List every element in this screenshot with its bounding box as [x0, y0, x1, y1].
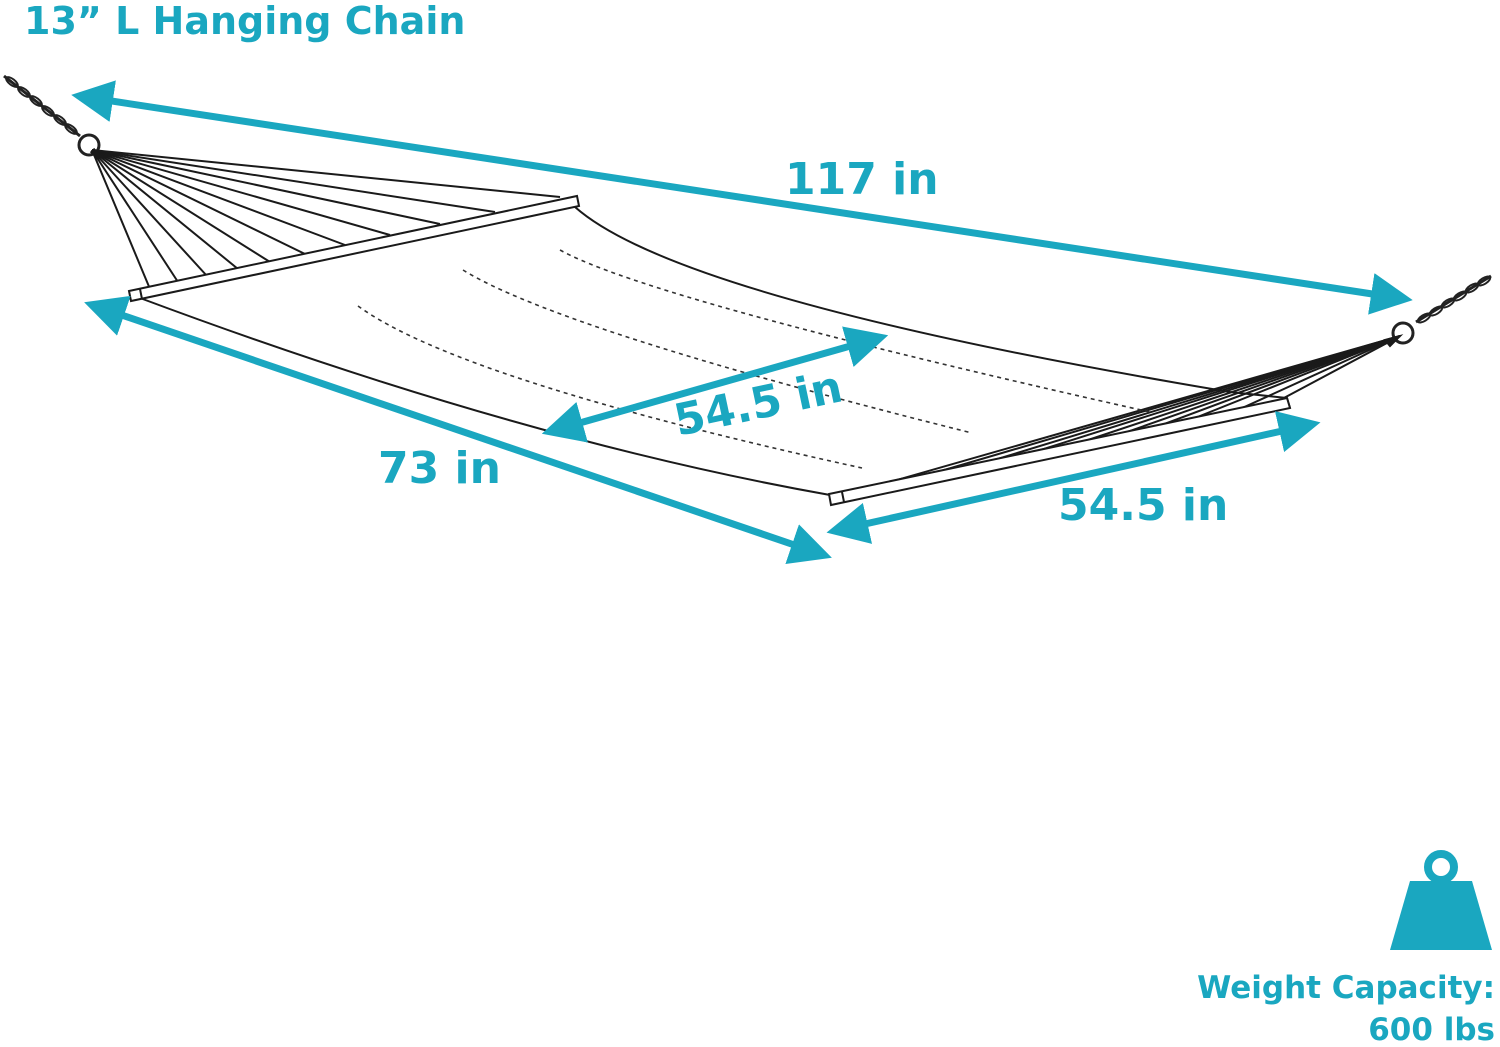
dimension-arrows	[71, 80, 1413, 565]
weight-capacity-title: Weight Capacity:	[1197, 970, 1495, 1006]
weight-icon	[1390, 850, 1492, 950]
left-spreader-bar	[127, 194, 581, 303]
right-chain-icon	[1391, 274, 1492, 345]
spreader-width-arrow	[826, 411, 1321, 544]
bed-length-label: 73 in	[378, 443, 501, 494]
left-chain-icon	[3, 74, 101, 157]
weight-capacity-value: 600 lbs	[1368, 1012, 1495, 1047]
total-length-arrow	[71, 80, 1413, 315]
bed-length-arrow	[84, 295, 832, 565]
hammock-bed	[139, 206, 1291, 496]
spreader-width-label: 54.5 in	[1058, 480, 1228, 531]
bed-width-arrow	[541, 326, 889, 443]
total-length-label: 117 in	[785, 154, 939, 205]
chain-length-label: 13” L Hanging Chain	[24, 0, 465, 43]
